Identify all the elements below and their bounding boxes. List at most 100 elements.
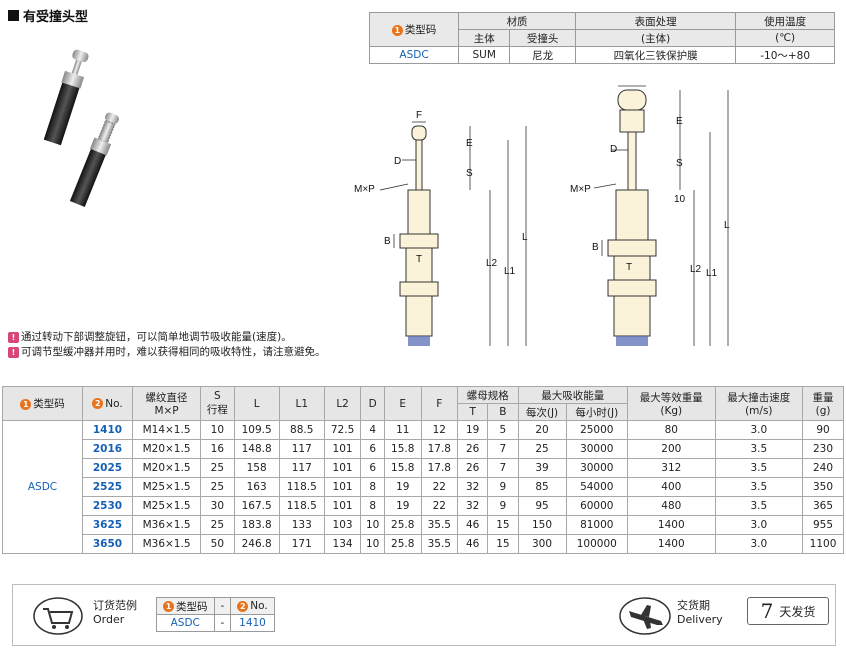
delivery-text: 天发货 xyxy=(779,604,816,619)
spec-cell: 10 xyxy=(200,420,235,440)
spec-cell: 90 xyxy=(802,420,844,440)
spec-cell: 20 xyxy=(517,420,567,440)
spec-cell: M36×1.5 xyxy=(131,534,202,554)
dim-label: L1 xyxy=(504,266,516,277)
spec-cell: 230 xyxy=(802,439,844,459)
spec-cell: 80 xyxy=(627,420,716,440)
dim-label: E xyxy=(466,138,473,149)
spec-cell: 300 xyxy=(517,534,567,554)
spec-cell: 25 xyxy=(517,439,567,459)
dim-label: D xyxy=(610,144,617,155)
spec-cell: 118.5 xyxy=(278,496,325,516)
spec-cell: 103 xyxy=(323,515,362,535)
spec-cell: 240 xyxy=(802,458,844,478)
spec-cell: 150 xyxy=(517,515,567,535)
mat-header-head: 受撞头 xyxy=(509,29,577,47)
spec-cell: 6 xyxy=(360,458,385,478)
dim-label: L xyxy=(724,220,730,231)
spec-cell: 8 xyxy=(360,477,385,497)
dim-label: L2 xyxy=(486,258,498,269)
delivery-days: 7 xyxy=(760,599,774,623)
spec-cell: 15 xyxy=(487,515,519,535)
badge-1-icon: 1 xyxy=(391,24,403,36)
badge-2-icon: 2 xyxy=(237,600,249,612)
spec-cell: 118.5 xyxy=(278,477,325,497)
spec-header-L2: L2 xyxy=(323,386,362,421)
note-badge-icon: ! xyxy=(8,346,19,358)
spec-cell: 183.8 xyxy=(233,515,280,535)
spec-cell: 54000 xyxy=(565,477,629,497)
dim-label: L1 xyxy=(706,268,718,279)
title-square-icon xyxy=(8,10,19,21)
spec-cell: 72.5 xyxy=(323,420,362,440)
spec-cell: 95 xyxy=(517,496,567,516)
order-type-value: ASDC xyxy=(156,614,215,632)
spec-cell: 9 xyxy=(487,496,519,516)
spec-cell: 35.5 xyxy=(420,534,459,554)
dim-label: B xyxy=(592,242,599,253)
dim-label: F xyxy=(416,110,422,121)
dim-label: T xyxy=(626,262,632,273)
spec-no-cell: 2530 xyxy=(82,496,133,516)
spec-cell: 32 xyxy=(457,496,489,516)
spec-cell: 30 xyxy=(200,496,235,516)
spec-cell: 163 xyxy=(233,477,280,497)
spec-cell: 19 xyxy=(457,420,489,440)
spec-header-L1: L1 xyxy=(278,386,325,421)
spec-cell: 30000 xyxy=(565,439,629,459)
spec-header-L: L xyxy=(233,386,280,421)
spec-cell: 7 xyxy=(487,458,519,478)
mat-header-surface: 表面处理 xyxy=(575,12,737,30)
badge-1-icon: 1 xyxy=(20,398,32,410)
spec-header-E: E xyxy=(383,386,422,421)
dim-label: E xyxy=(676,116,683,127)
spec-cell: 22 xyxy=(420,477,459,497)
dim-label: T xyxy=(416,254,422,265)
spec-cell: 15 xyxy=(487,534,519,554)
spec-cell: M14×1.5 xyxy=(131,420,202,440)
mat-head: 尼龙 xyxy=(509,46,577,64)
spec-cell: 246.8 xyxy=(233,534,280,554)
dim-label: S xyxy=(466,168,473,179)
spec-cell: 12 xyxy=(420,420,459,440)
mat-header-material: 材质 xyxy=(458,12,577,30)
spec-cell: M20×1.5 xyxy=(131,458,202,478)
notes: !通过转动下部调整旋钮，可以简单地调节吸收能量(速度)。 !可调节型缓冲器并用时… xyxy=(8,330,326,360)
spec-no-cell: 1410 xyxy=(82,420,133,440)
spec-cell: 25.8 xyxy=(383,534,422,554)
spec-cell: 25000 xyxy=(565,420,629,440)
spec-cell: 1400 xyxy=(627,534,716,554)
spec-no-cell: 2025 xyxy=(82,458,133,478)
spec-cell: 4 xyxy=(360,420,385,440)
spec-cell: 17.8 xyxy=(420,439,459,459)
spec-cell: 117 xyxy=(278,439,325,459)
spec-cell: 16 xyxy=(200,439,235,459)
product-photo xyxy=(43,49,119,207)
spec-cell: 39 xyxy=(517,458,567,478)
order-no-value: 1410 xyxy=(230,614,275,632)
spec-cell: 134 xyxy=(323,534,362,554)
spec-header-B: B xyxy=(487,403,519,421)
spec-cell: 200 xyxy=(627,439,716,459)
spec-cell: 25 xyxy=(200,458,235,478)
dim-label: M×P xyxy=(354,184,375,195)
spec-no-cell: 2016 xyxy=(82,439,133,459)
spec-no-cell: 2525 xyxy=(82,477,133,497)
spec-header-T: T xyxy=(457,403,489,421)
spec-cell: 109.5 xyxy=(233,420,280,440)
spec-cell: 85 xyxy=(517,477,567,497)
spec-cell: 35.5 xyxy=(420,515,459,535)
spec-cell: 22 xyxy=(420,496,459,516)
spec-cell: 8 xyxy=(360,496,385,516)
mat-header-surface-sub: (主体) xyxy=(575,29,737,47)
spec-cell: 158 xyxy=(233,458,280,478)
spec-header-nut: 螺母规格 xyxy=(457,386,519,404)
